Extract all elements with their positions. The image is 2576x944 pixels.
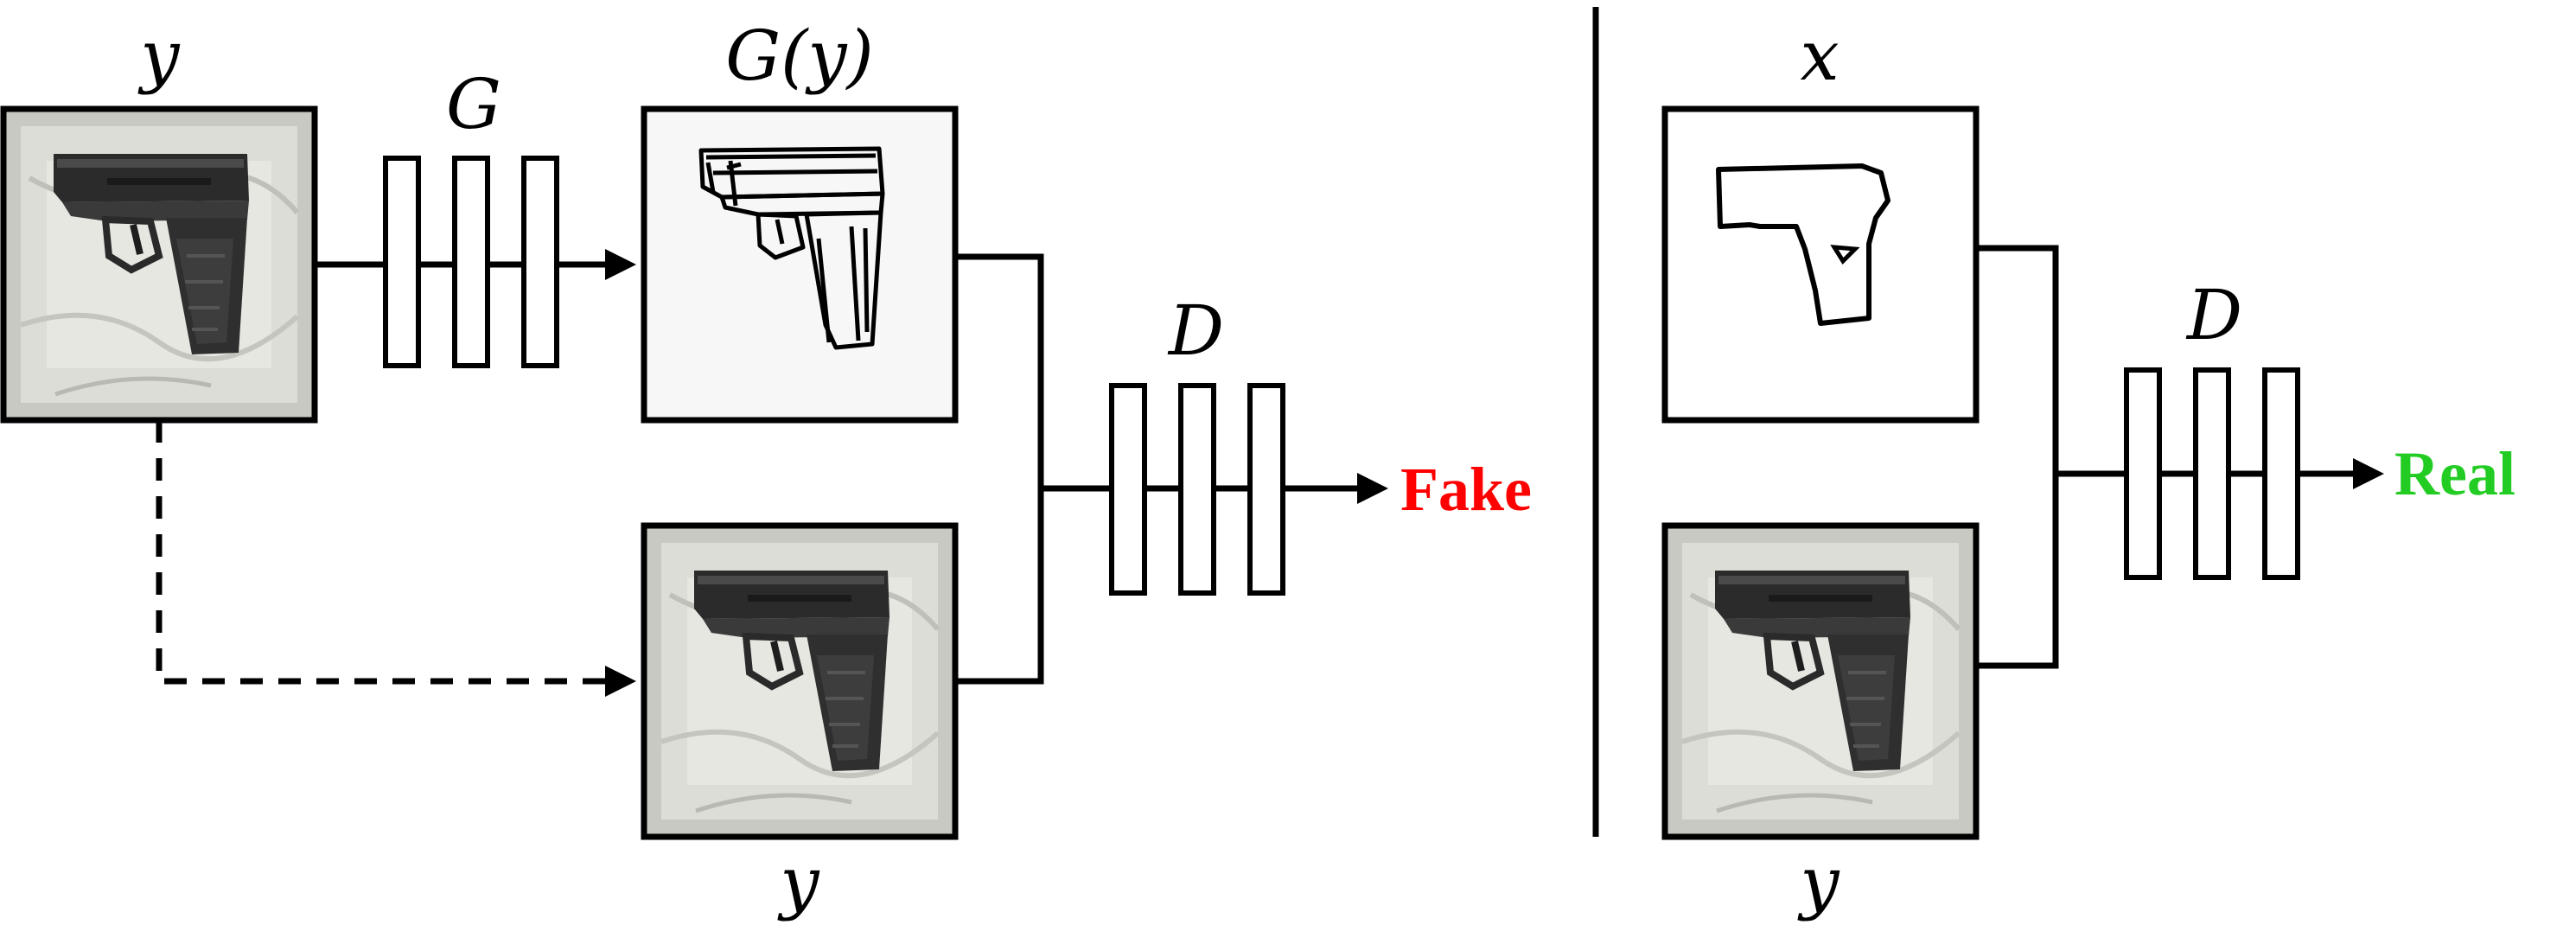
generated-to-discriminator-line (955, 253, 1044, 685)
generated-sketch (641, 105, 959, 424)
discriminator-block (2262, 367, 2300, 580)
generator-block (452, 156, 490, 368)
generator-arrowhead (605, 249, 636, 280)
generator-block (383, 156, 421, 368)
real-result: Real (2394, 439, 2515, 508)
real-sketch-x-label: x (1800, 16, 1839, 96)
generator-block (521, 156, 559, 368)
fake-result: Fake (1400, 455, 1532, 524)
copy-dashed-line (156, 420, 605, 685)
discriminator-block (2193, 367, 2231, 580)
discriminator-network-right (2124, 367, 2300, 580)
real-sketch (1661, 105, 1980, 424)
generator-network (383, 156, 559, 368)
generator-label: G (446, 64, 501, 144)
input-photo (3, 109, 315, 420)
input-y-label: y (137, 16, 181, 96)
copied-photo (644, 526, 955, 837)
copied-y-label: y (777, 842, 820, 922)
real-photo (1665, 526, 1976, 837)
real-photo-y-label: y (1797, 842, 1840, 922)
discriminator-block (1109, 383, 1147, 596)
generated-sketch-label: G(y) (725, 16, 874, 96)
discriminator-block (2124, 367, 2162, 580)
discriminator-network-left (1109, 383, 1285, 596)
real-arrowhead (2353, 458, 2384, 489)
fake-arrowhead (1357, 473, 1388, 504)
discriminator-label-right: D (2185, 275, 2242, 355)
discriminator-block (1178, 383, 1216, 596)
real-to-discriminator-line (1976, 245, 2059, 669)
discriminator-block (1247, 383, 1285, 596)
copy-arrowhead (605, 666, 636, 697)
discriminator-label-left: D (1167, 290, 1224, 371)
